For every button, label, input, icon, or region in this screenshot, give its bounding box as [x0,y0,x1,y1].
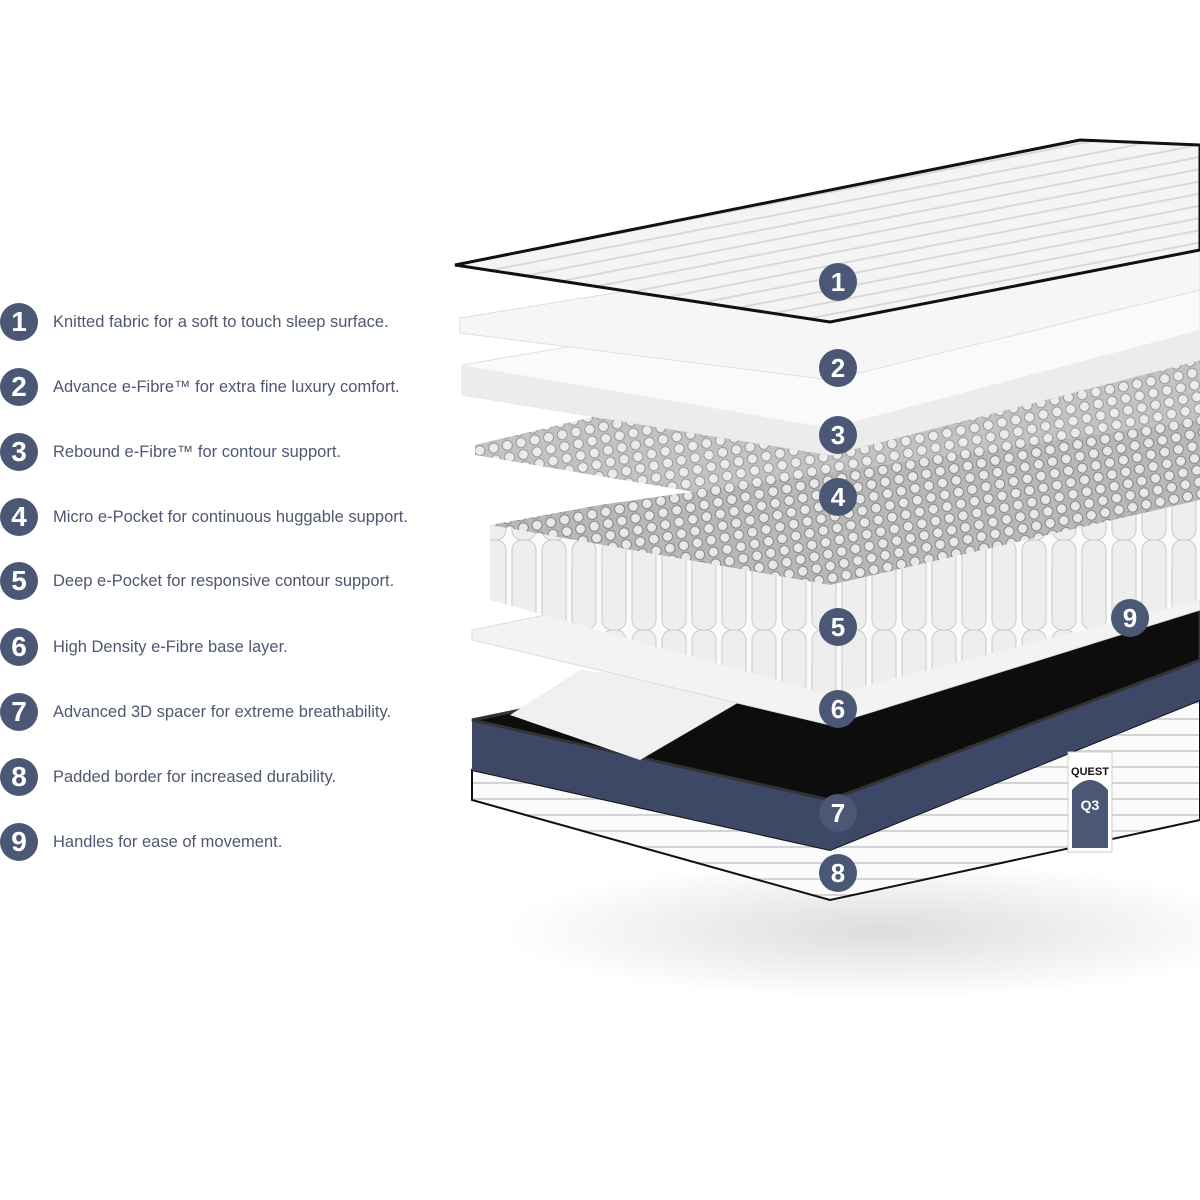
number-badge: 6 [0,628,38,666]
label-tag: QUEST Q3 [1067,751,1113,853]
callout-3: 3 [819,416,857,454]
callout-4: 4 [819,478,857,516]
feature-text: Deep e-Pocket for responsive contour sup… [53,571,395,590]
callout-1: 1 [819,263,857,301]
feature-text: Handles for ease of movement. [53,832,283,851]
number-badge: 1 [0,303,38,341]
callout-9: 9 [1111,599,1149,637]
number-badge: 4 [0,498,38,536]
feature-text: Advanced 3D spacer for extreme breathabi… [53,702,392,721]
feature-item-7: 7 Advanced 3D spacer for extreme breathab… [0,692,391,732]
number-badge: 7 [0,693,38,731]
feature-item-4: 4 Micro e-Pocket for continuous huggable … [0,497,408,537]
feature-item-9: 9 Handles for ease of movement. [0,822,282,862]
shadow [500,860,1200,1000]
number-badge: 8 [0,758,38,796]
svg-text:Q3: Q3 [1081,797,1100,813]
svg-text:QUEST: QUEST [1071,766,1109,778]
callout-8: 8 [819,854,857,892]
feature-text: Advance e-Fibre™ for extra fine luxury c… [53,377,400,396]
feature-text: Micro e-Pocket for continuous huggable s… [53,507,408,526]
callout-6: 6 [819,690,857,728]
feature-item-5: 5 Deep e-Pocket for responsive contour su… [0,561,394,601]
feature-item-8: 8 Padded border for increased durability. [0,757,336,797]
feature-text: Rebound e-Fibre™ for contour support. [53,442,341,461]
feature-text: High Density e-Fibre base layer. [53,637,288,656]
feature-item-1: 1 Knitted fabric for a soft to touch slee… [0,302,389,342]
feature-item-3: 3 Rebound e-Fibre™ for contour support. [0,432,341,472]
layer-1-knitted-top [454,138,1200,324]
number-badge: 9 [0,823,38,861]
callout-5: 5 [819,608,857,646]
number-badge: 2 [0,368,38,406]
callout-7: 7 [819,794,857,832]
number-badge: 5 [0,562,38,600]
number-badge: 3 [0,433,38,471]
feature-text: Padded border for increased durability. [53,767,337,786]
feature-item-6: 6 High Density e-Fibre base layer. [0,627,288,667]
feature-text: Knitted fabric for a soft to touch sleep… [53,312,389,331]
feature-item-2: 2 Advance e-Fibre™ for extra fine luxury … [0,367,400,407]
callout-2: 2 [819,349,857,387]
